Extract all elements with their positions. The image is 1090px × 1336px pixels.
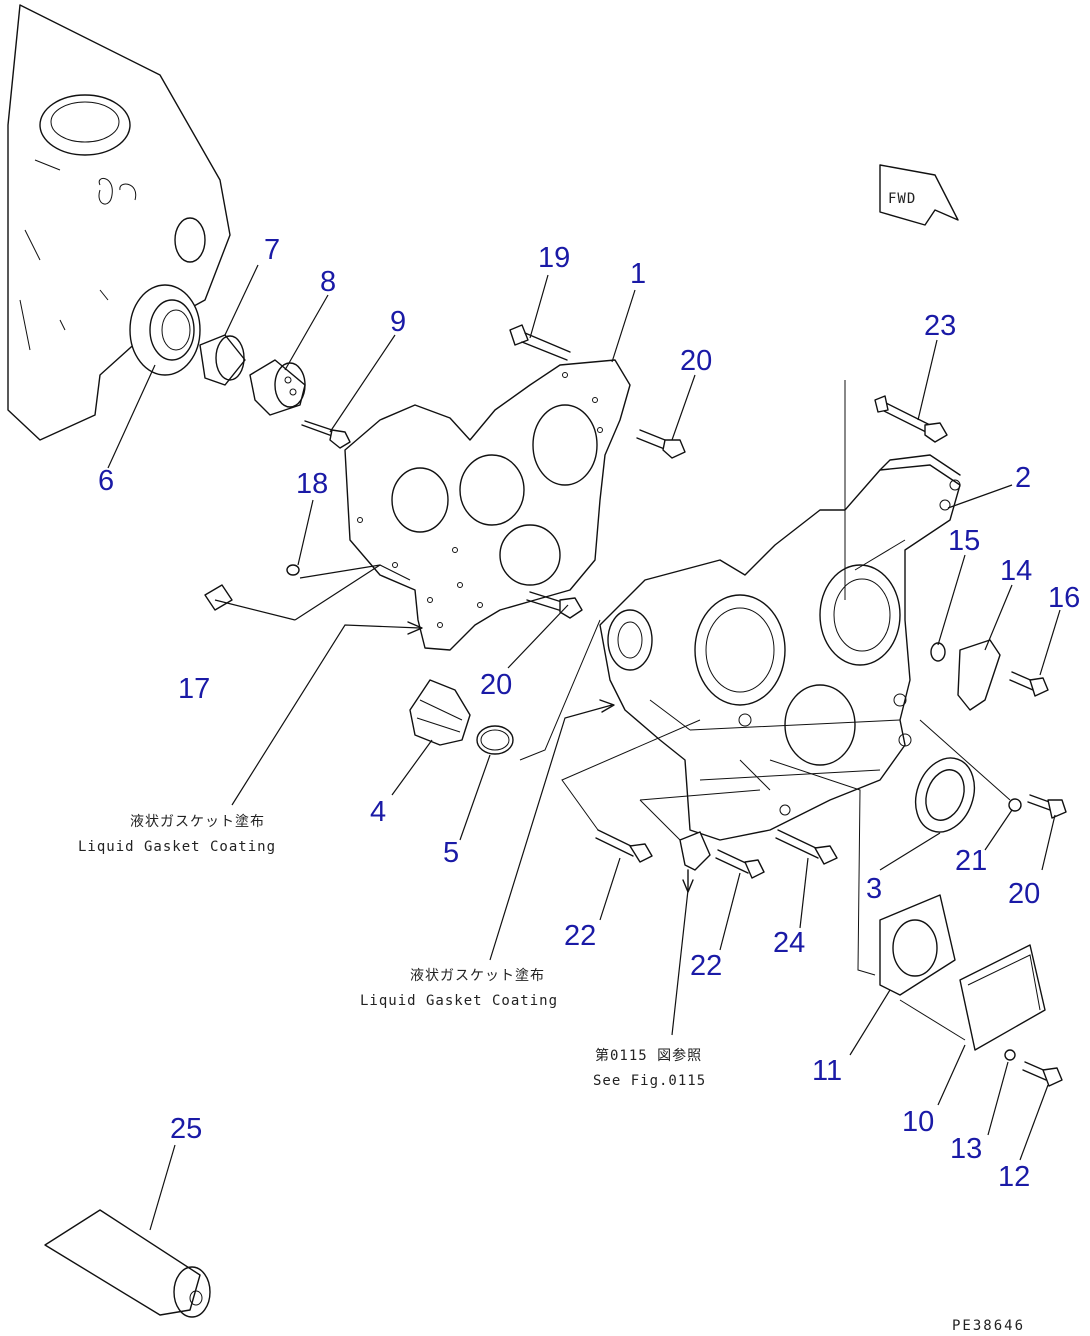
part-2-cover xyxy=(599,454,961,841)
part-1-plate xyxy=(344,359,631,651)
callout-8: 8 xyxy=(320,266,336,298)
part-20-bolt-top xyxy=(636,429,686,459)
part-22-bolt-a xyxy=(595,829,653,863)
callout-22a: 22 xyxy=(564,920,596,952)
fwd-label: FWD xyxy=(888,191,916,207)
part-3-seal xyxy=(914,757,976,833)
part-13-washer xyxy=(1004,1049,1016,1061)
part-12-bolt xyxy=(1022,1061,1063,1087)
callout-21: 21 xyxy=(955,845,987,877)
part-7-sleeve xyxy=(199,334,246,386)
part-4-boot xyxy=(409,679,471,746)
callout-6: 6 xyxy=(98,465,114,497)
callout-14: 14 xyxy=(1000,555,1032,587)
callout-1: 1 xyxy=(630,258,646,290)
part-23-bolt xyxy=(874,395,948,443)
part-25-tube xyxy=(44,1209,211,1318)
fwd-arrow: FWD xyxy=(879,164,959,226)
callout-16: 16 xyxy=(1048,582,1080,614)
part-22-bolt-b xyxy=(715,849,765,879)
callout-17: 17 xyxy=(178,673,210,705)
part-18-pin xyxy=(286,564,300,576)
callout-23: 23 xyxy=(924,310,956,342)
callout-24: 24 xyxy=(773,927,805,959)
callout-11: 11 xyxy=(812,1055,842,1087)
part-10-cover xyxy=(959,944,1046,1051)
callout-5: 5 xyxy=(443,837,459,869)
engine-block xyxy=(7,4,231,441)
callout-10: 10 xyxy=(902,1106,934,1138)
callout-18: 18 xyxy=(296,468,328,500)
part-17-dowel xyxy=(204,584,233,611)
gasket-note-left-en: Liquid Gasket Coating xyxy=(78,839,276,855)
sensor-fig0115 xyxy=(679,831,711,891)
part-21-washer xyxy=(1008,798,1022,812)
part-14-plate xyxy=(957,639,1001,711)
part-6-seal xyxy=(129,284,201,376)
callout-7: 7 xyxy=(264,234,280,266)
part-16-bolt xyxy=(1009,671,1049,697)
part-20-bolt-right xyxy=(1027,794,1067,819)
callout-4: 4 xyxy=(370,796,386,828)
callout-20-right: 20 xyxy=(1008,878,1040,910)
callout-20-mid: 20 xyxy=(480,669,512,701)
leader-lines xyxy=(107,264,1061,1231)
callouts: 19 1 7 8 9 20 23 6 18 2 15 14 16 17 20 4… xyxy=(98,234,1080,1193)
part-9-bolt xyxy=(301,420,351,449)
callout-22b: 22 xyxy=(690,950,722,982)
callout-15: 15 xyxy=(948,525,980,557)
callout-19: 19 xyxy=(538,242,570,274)
part-8-hub xyxy=(249,359,306,416)
gasket-note-mid-jp: 液状ガスケット塗布 xyxy=(410,967,545,984)
callout-20-top: 20 xyxy=(680,345,712,377)
part-15-pin xyxy=(930,642,946,662)
part-11-gasket xyxy=(879,894,956,996)
gasket-note-left-jp: 液状ガスケット塗布 xyxy=(130,813,265,830)
callout-13: 13 xyxy=(950,1133,982,1165)
drawing-code: PE38646 xyxy=(952,1318,1025,1334)
callout-3: 3 xyxy=(866,873,882,905)
part-20-bolt-mid xyxy=(526,591,583,619)
callout-12: 12 xyxy=(998,1161,1030,1193)
callout-9: 9 xyxy=(390,306,406,338)
notes: 液状ガスケット塗布 Liquid Gasket Coating 液状ガスケット塗… xyxy=(78,813,1025,1334)
gasket-note-mid-en: Liquid Gasket Coating xyxy=(360,993,558,1009)
part-5-oring xyxy=(476,725,514,755)
callout-25: 25 xyxy=(170,1113,202,1145)
ref-note-jp: 第0115 図参照 xyxy=(595,1047,702,1064)
part-24-bolt xyxy=(775,829,838,865)
part-19-bolt xyxy=(509,324,571,361)
callout-2: 2 xyxy=(1015,462,1031,494)
ref-note-en: See Fig.0115 xyxy=(593,1073,706,1089)
